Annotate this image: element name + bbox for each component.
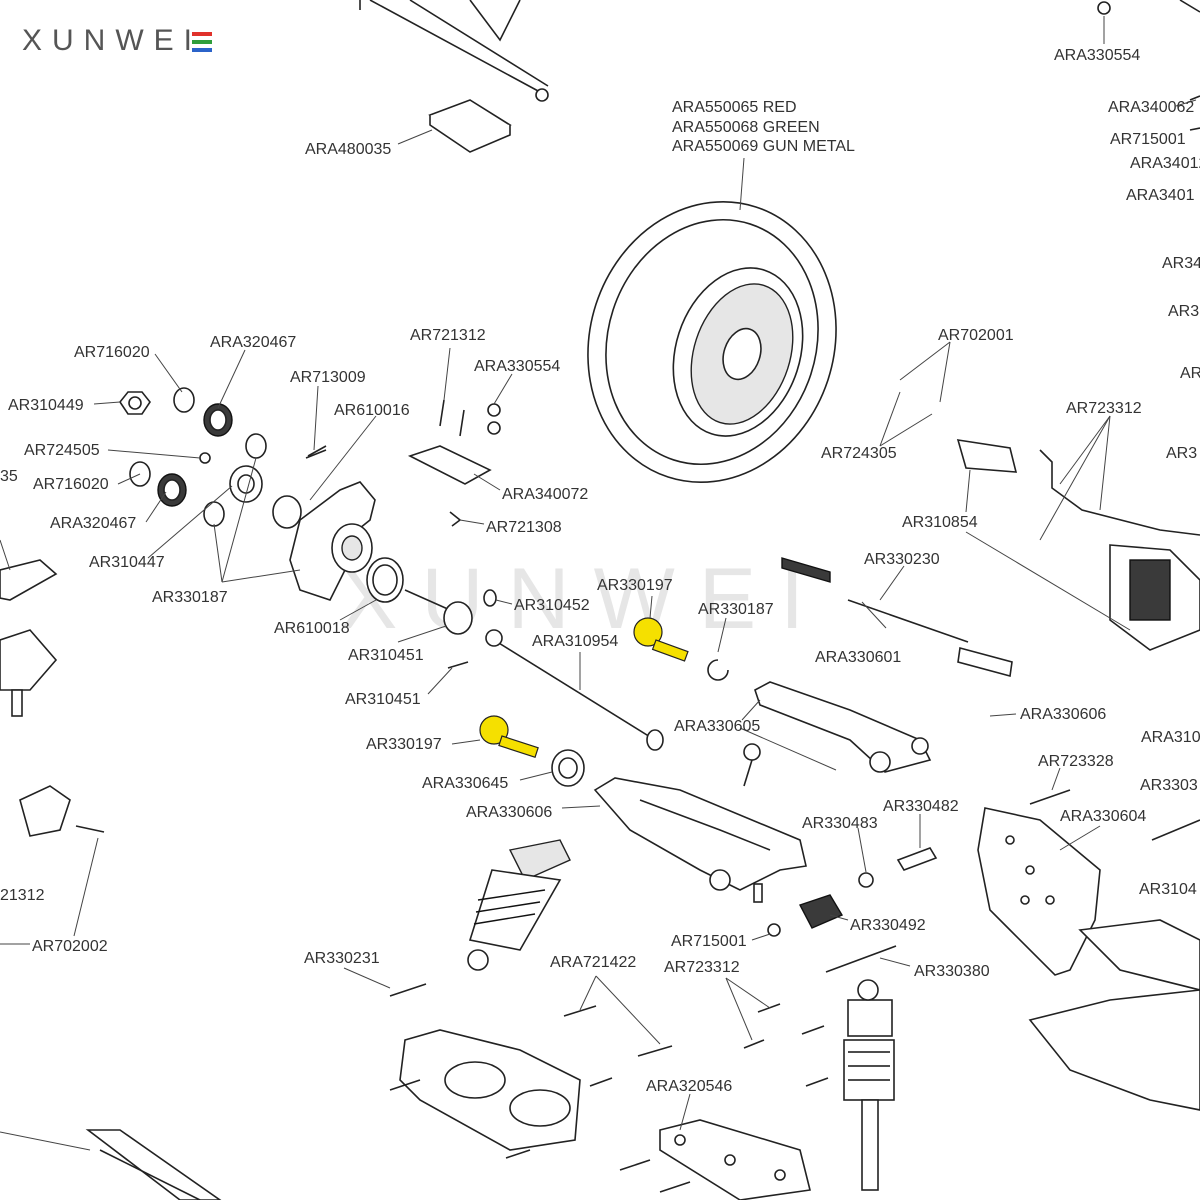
part-wheel-tire: [587, 200, 837, 484]
label-ar310449: AR310449: [8, 397, 84, 414]
label-ara550068: ARA550068 GREEN: [672, 119, 820, 136]
label-ar723328: AR723328: [1038, 753, 1114, 770]
part-bumper: [85, 1129, 222, 1200]
part-chassis-plate: [977, 807, 1101, 976]
part-servo-saver: [956, 439, 1200, 651]
label-ar3104: AR3104: [1139, 881, 1197, 898]
part-hub-cluster: [119, 387, 327, 529]
label-ara550069: ARA550069 GUN METAL: [672, 138, 855, 155]
label-ara3401: ARA3401: [1126, 187, 1195, 204]
label-ara330554-top: ARA330554: [1054, 47, 1140, 64]
label-ar721312: AR721312: [410, 327, 486, 344]
label-ara330604: ARA330604: [1060, 808, 1146, 825]
label-ara330606-a: ARA330606: [466, 804, 552, 821]
label-ar330230: AR330230: [864, 551, 940, 568]
label-ara340062: ARA340062: [1108, 99, 1194, 116]
part-bushing: [551, 749, 585, 787]
label-ar610016: AR610016: [334, 402, 410, 419]
label-ara330645: ARA330645: [422, 775, 508, 792]
label-ar713009: AR713009: [290, 369, 366, 386]
part-upper-arm: [754, 681, 932, 773]
label-ar330187-a: AR330187: [152, 589, 228, 606]
label-ara310954: ARA310954: [532, 633, 618, 650]
label-ar724305: AR724305: [821, 445, 897, 462]
part-rear-shock: [843, 979, 895, 1191]
part-left-edge: [0, 559, 105, 837]
label-ara550065: ARA550065 RED: [672, 99, 797, 116]
part-upper-frame: [359, 0, 549, 102]
part-foam-pad: [428, 99, 512, 153]
label-35: 35: [0, 468, 18, 485]
logo-stripe-red: [192, 32, 212, 36]
part-link-bracket: [659, 1119, 811, 1200]
logo-stripe-blue: [192, 48, 212, 52]
label-ara721422: ARA721422: [550, 954, 636, 971]
part-labels: ARA330554 ARA340062 AR715001 ARA34012 AR…: [0, 47, 1200, 1095]
part-top-right-edge: [1097, 0, 1200, 131]
label-ar702001: AR702001: [938, 327, 1014, 344]
part-turnbuckle: [781, 557, 1013, 678]
label-ara310: ARA310: [1141, 729, 1200, 746]
part-rear-arm: [1028, 919, 1200, 1111]
label-ar330197-b: AR330197: [597, 577, 673, 594]
label-ar330380: AR330380: [914, 963, 990, 980]
leader-lines: [0, 16, 1197, 1151]
label-ar330492: AR330492: [850, 917, 926, 934]
label-ar330231: AR330231: [304, 950, 380, 967]
label-ara34012: ARA34012: [1130, 155, 1200, 172]
label-ara330605: ARA330605: [674, 718, 760, 735]
label-ar310451-a: AR310451: [348, 647, 424, 664]
label-ar3-a: AR3: [1168, 303, 1199, 320]
label-ar330197-a: AR330197: [366, 736, 442, 753]
label-ar724505: AR724505: [24, 442, 100, 459]
label-ar716020-a: AR716020: [74, 344, 150, 361]
logo-stripe-green: [192, 40, 212, 44]
brand-logo: XUNWEI: [22, 24, 212, 57]
label-ar715001-b: AR715001: [671, 933, 747, 950]
label-ara330554-mid: ARA330554: [474, 358, 560, 375]
label-ar310451-b: AR310451: [345, 691, 421, 708]
part-lower-arm: [593, 777, 807, 891]
part-drive-shaft: [404, 589, 664, 751]
part-e-clip: [707, 659, 729, 681]
label-ar310854: AR310854: [902, 514, 978, 531]
label-ara320467-a: ARA320467: [210, 334, 296, 351]
label-ar715001-top: AR715001: [1110, 131, 1186, 148]
part-front-shock: [467, 839, 571, 971]
label-ar310447: AR310447: [89, 554, 165, 571]
label-ar723312-a: AR723312: [1066, 400, 1142, 417]
part-steering-knuckle: [289, 481, 404, 603]
label-ar34: AR34: [1162, 255, 1200, 272]
label-ar310452: AR310452: [514, 597, 590, 614]
label-ara320467-b: ARA320467: [50, 515, 136, 532]
label-ar723312-b: AR723312: [664, 959, 740, 976]
label-ar330482: AR330482: [883, 798, 959, 815]
watermark: XUNWEI: [340, 551, 828, 647]
part-small-pins: [407, 399, 501, 527]
part-ball-stud-highlight-1: [633, 617, 689, 662]
label-ar3303: AR3303: [1140, 777, 1198, 794]
label-ara330601: ARA330601: [815, 649, 901, 666]
part-ball-stud-highlight-2: [479, 715, 539, 759]
part-ball-end: [743, 743, 761, 787]
part-misc-bolts: [305, 449, 1200, 1193]
label-ara480035: ARA480035: [305, 141, 391, 158]
label-ara340072: ARA340072: [502, 486, 588, 503]
label-ar702002: AR702002: [32, 938, 108, 955]
label-ar716020-b: AR716020: [33, 476, 109, 493]
label-ara330606-b: ARA330606: [1020, 706, 1106, 723]
label-ar330483: AR330483: [802, 815, 878, 832]
label-ar610018: AR610018: [274, 620, 350, 637]
label-ar721308: AR721308: [486, 519, 562, 536]
label-ar3-b: AR3: [1166, 445, 1197, 462]
logo-text: XUNWEI: [22, 24, 202, 57]
label-ara320546: ARA320546: [646, 1078, 732, 1095]
part-hub-carrier: [389, 1029, 613, 1159]
label-21312: 21312: [0, 887, 45, 904]
label-ar330187-b: AR330187: [698, 601, 774, 618]
label-ar: AR: [1180, 365, 1200, 382]
